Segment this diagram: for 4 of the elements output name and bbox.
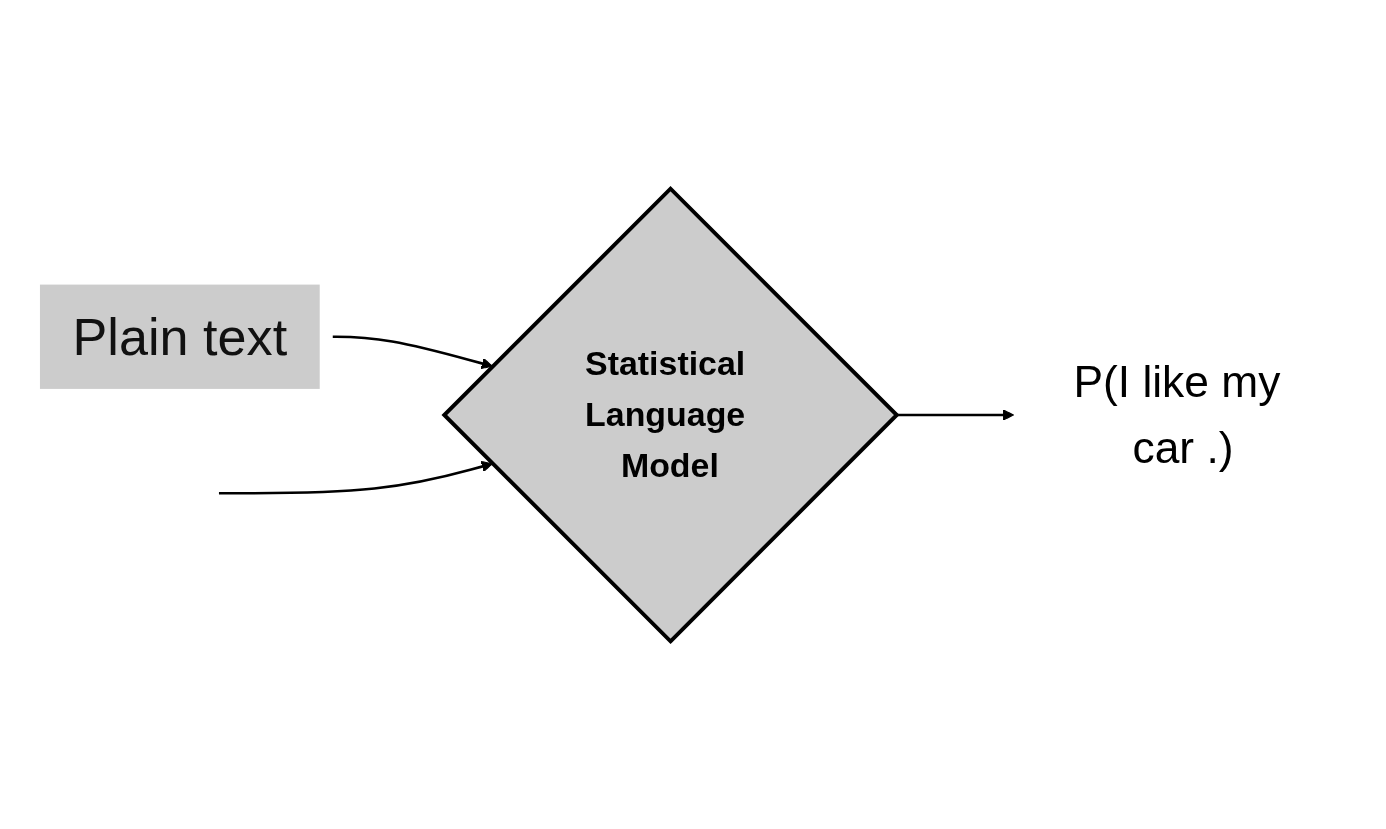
arrow [896, 408, 1014, 421]
node-diamond: Statistical Language Model [441, 185, 900, 644]
node-text: P(I like my car .) [1073, 355, 1281, 472]
arrow [218, 460, 493, 495]
